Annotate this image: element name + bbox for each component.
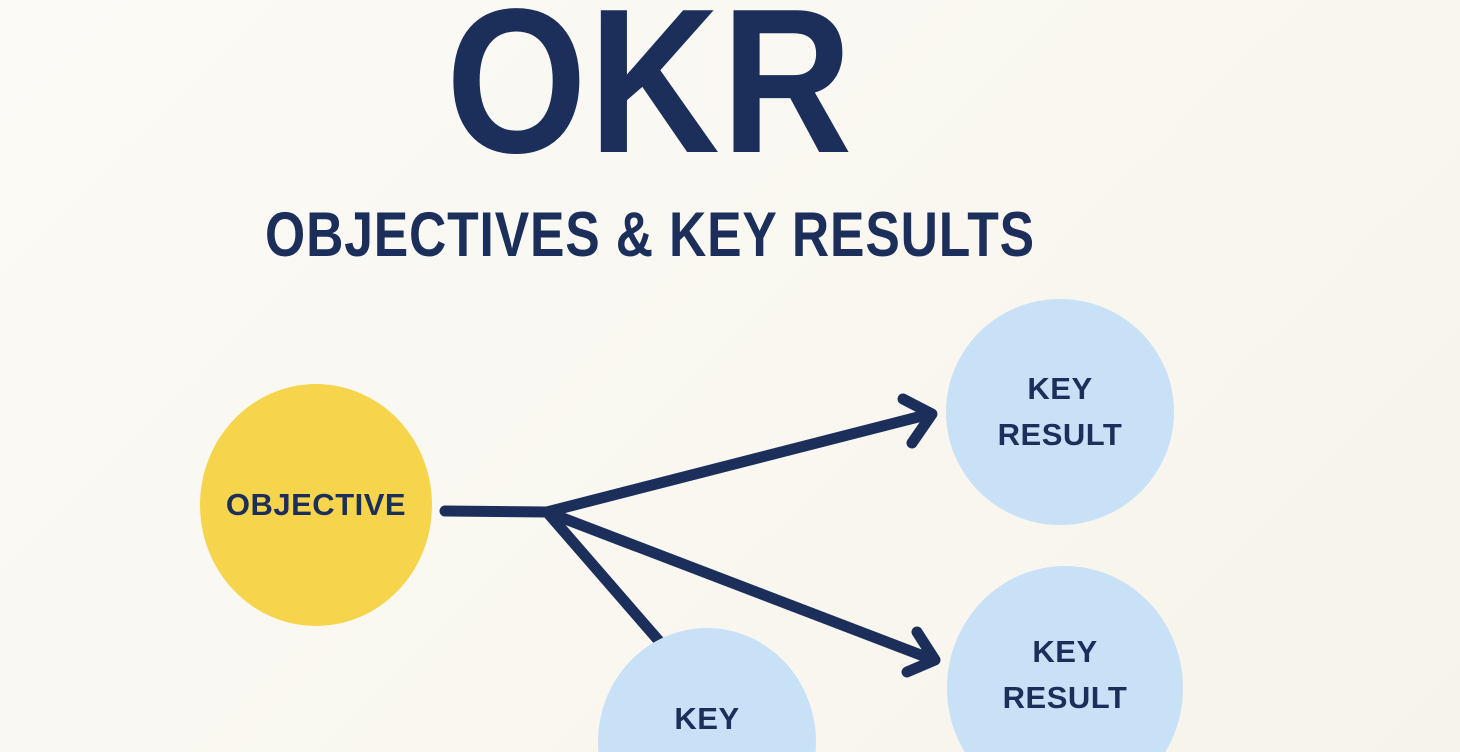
arrowhead-top-right-icon [897,393,938,449]
key-result-label-line2: RESULT [645,742,770,752]
arrow-line-to-bottom-center [541,506,665,647]
page-title: OKR [445,0,855,196]
arrow-stem [439,505,553,518]
key-result-label-line2: RESULT [1002,680,1128,715]
objective-label: OBJECTIVE [225,487,407,522]
key-result-label-line1: KEY [674,701,740,736]
key-result-node-top-right: KEY RESULT [946,299,1174,525]
key-result-label-line1: KEY [1032,634,1098,669]
key-result-label-line2: RESULT [997,417,1123,452]
arrowhead-bottom-right-icon [901,626,941,678]
arrow-line-to-bottom-right [541,506,932,663]
objective-node: OBJECTIVE [200,384,432,626]
key-result-node-bottom-right: KEY RESULT [947,566,1183,752]
page-subtitle: OBJECTIVES & KEY RESULTS [265,200,1035,270]
arrow-line-to-top-right [541,409,932,518]
key-result-label-line1: KEY [1027,371,1093,406]
